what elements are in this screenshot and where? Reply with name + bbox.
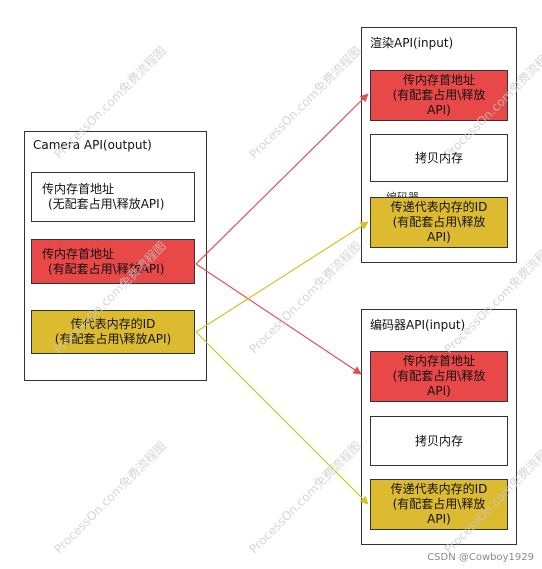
render-box2-line1: 拷贝内存 <box>414 150 463 165</box>
encoder-box-address[interactable]: 传内存首地址 (有配套占用\释放 API) <box>370 351 508 402</box>
arrow-camera-yellow-to-render-yellow <box>195 221 369 333</box>
camera-box3-line1: 传代表内存的ID <box>70 317 156 331</box>
camera-api-title: Camera API(output) <box>33 138 152 152</box>
camera-box-address-with-api[interactable]: 传内存首地址 (有配套占用\释放API) <box>31 239 195 284</box>
arrow-camera-red-to-encoder-red <box>195 263 362 375</box>
render-box-copy-memory[interactable]: 拷贝内存 <box>370 134 508 182</box>
render-box-id[interactable]: 传递代表内存的ID (有配套占用\释放 API) <box>370 197 508 248</box>
encoder-api-title: 编码器API(input) <box>370 318 466 332</box>
encoder-box1-line1: 传内存首地址 <box>402 354 475 368</box>
camera-box1-line2: (无配套占用\释放API) <box>48 197 165 211</box>
arrow-camera-red-to-render-red <box>195 93 369 265</box>
camera-box1-line1: 传内存首地址 <box>42 182 115 196</box>
render-box1-line3: API) <box>427 103 451 117</box>
encoder-box-copy-memory[interactable]: 拷贝内存 <box>370 416 508 466</box>
encoder-box3-line2: (有配套占用\释放 <box>392 497 486 511</box>
camera-box3-line2: (有配套占用\释放API) <box>54 332 172 346</box>
render-box-address[interactable]: 传内存首地址 (有配套占用\释放 API) <box>370 70 508 121</box>
render-api-title: 渲染API(input) <box>370 36 454 50</box>
render-box1-line1: 传内存首地址 <box>402 73 475 87</box>
render-box3-line2: (有配套占用\释放 <box>392 215 486 229</box>
encoder-box1-line3: API) <box>427 384 451 398</box>
encoder-box-id[interactable]: 传递代表内存的ID (有配套占用\释放 API) <box>370 479 508 530</box>
render-box3-line3: API) <box>427 230 451 244</box>
camera-box-address-no-api[interactable]: 传内存首地址 (无配套占用\释放API) <box>31 172 195 222</box>
encoder-box3-line3: API) <box>427 512 451 526</box>
csdn-credit: CSDN @Cowboy1929 <box>427 552 534 563</box>
encoder-box2-line1: 拷贝内存 <box>414 433 463 448</box>
camera-box2-line1: 传内存首地址 <box>42 246 115 261</box>
render-box3-line1: 传递代表内存的ID <box>390 200 488 214</box>
camera-box-id-with-api[interactable]: 传代表内存的ID (有配套占用\释放API) <box>31 310 195 354</box>
encoder-box3-line1: 传递代表内存的ID <box>390 482 488 496</box>
encoder-box1-line2: (有配套占用\释放 <box>392 369 486 383</box>
render-box1-line2: (有配套占用\释放 <box>392 88 486 102</box>
arrow-camera-yellow-to-encoder-yellow <box>195 331 369 505</box>
camera-box2-line2: (有配套占用\释放API) <box>48 261 165 276</box>
